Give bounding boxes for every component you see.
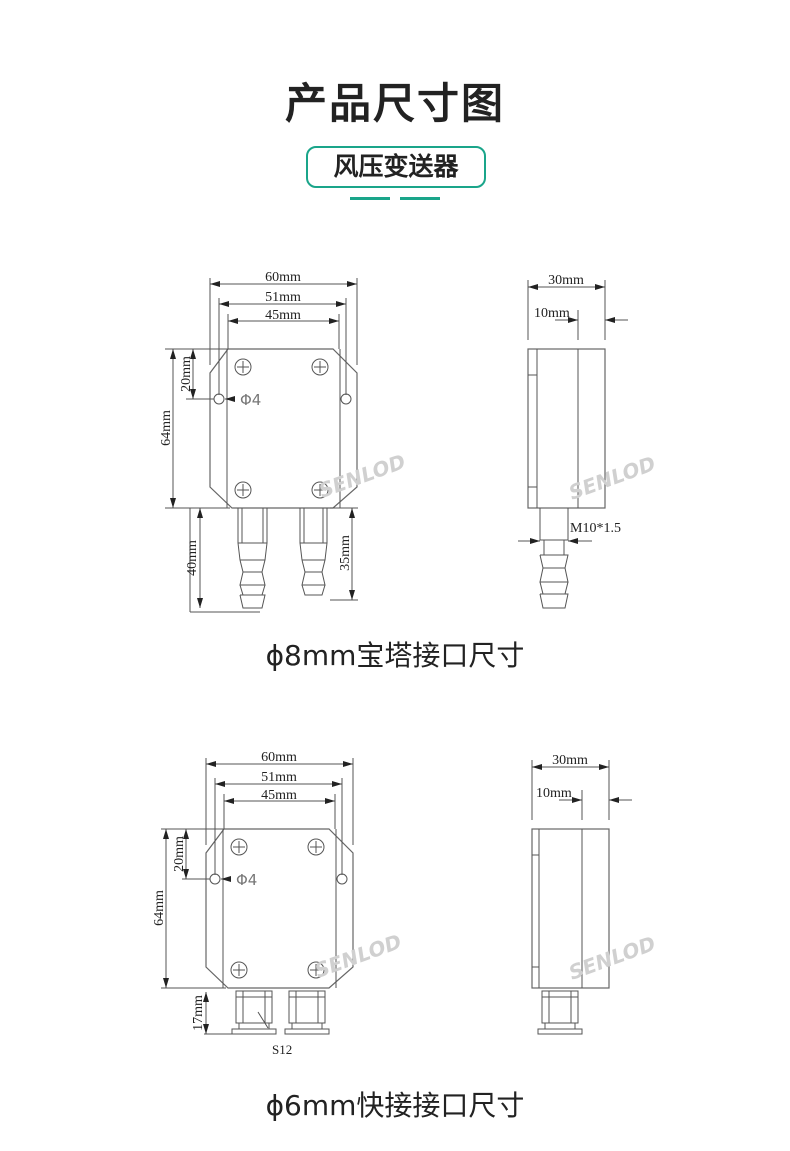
front-view: 60mm 51mm 45mm 64mm 20mm Φ4 40mm 35mm SE… xyxy=(159,270,409,613)
dim-fitting-17: 17mm xyxy=(191,995,206,1031)
nut-size-label: S12 xyxy=(272,1042,292,1057)
screw-icon xyxy=(230,838,325,979)
dim-depth-10: 10mm xyxy=(534,306,570,321)
dim-width-45: 45mm xyxy=(265,308,301,323)
thread-spec: M10*1.5 xyxy=(570,521,621,536)
dim-fitting-35: 35mm xyxy=(338,535,353,571)
hole-diameter: Φ4 xyxy=(240,391,261,409)
hole-diameter: Φ4 xyxy=(236,871,257,889)
dim-hole-offset-20: 20mm xyxy=(172,836,187,872)
dim-width-45: 45mm xyxy=(261,788,297,803)
quick-connector-drawing: 60mm 51mm 45mm 64mm 20mm Φ4 17mm S12 SEN… xyxy=(152,750,659,1057)
dim-hole-offset-20: 20mm xyxy=(179,356,194,392)
front-view: 60mm 51mm 45mm 64mm 20mm Φ4 17mm S12 SEN… xyxy=(152,750,405,1057)
dim-depth-30: 30mm xyxy=(552,753,588,768)
dim-height-64: 64mm xyxy=(152,890,167,926)
screw-icon xyxy=(234,358,329,499)
product-name-badge: 风压变送器 xyxy=(306,146,486,188)
dim-depth-30: 30mm xyxy=(548,273,584,288)
dim-depth-10: 10mm xyxy=(536,786,572,801)
caption-barb-fitting: ϕ8mm宝塔接口尺寸 xyxy=(265,639,525,672)
dim-height-64: 64mm xyxy=(159,410,174,446)
dim-width-60: 60mm xyxy=(265,270,301,285)
dim-width-51: 51mm xyxy=(265,290,301,305)
dim-fitting-40: 40mm xyxy=(185,540,200,576)
dim-width-60: 60mm xyxy=(261,750,297,765)
page-title: 产品尺寸图 xyxy=(284,79,505,128)
side-view: 30mm 10mm SENLOD xyxy=(531,753,659,1035)
barb-fitting-drawing: 60mm 51mm 45mm 64mm 20mm Φ4 40mm 35mm SE… xyxy=(159,270,659,613)
title-underline-right xyxy=(400,197,440,200)
barb-fitting xyxy=(237,508,328,609)
quick-connector xyxy=(231,990,330,1035)
caption-quick-connector: ϕ6mm快接接口尺寸 xyxy=(265,1089,525,1122)
dim-width-51: 51mm xyxy=(261,770,297,785)
title-underline-left xyxy=(350,197,390,200)
